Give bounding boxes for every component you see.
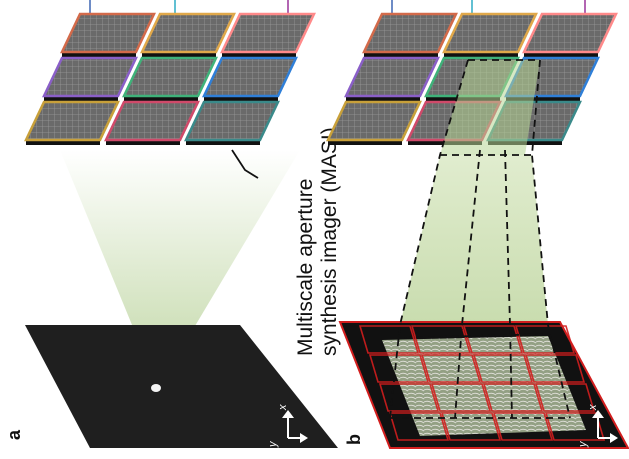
sensor-array-a bbox=[24, 12, 316, 145]
dashed-projection-b bbox=[389, 59, 571, 419]
sensor-tile bbox=[344, 56, 440, 98]
sensor-tile bbox=[202, 56, 298, 98]
axis-label-y: y bbox=[267, 440, 279, 448]
sub-aperture-cell bbox=[544, 412, 606, 441]
dashed-edge bbox=[389, 59, 469, 419]
caption-leader bbox=[231, 149, 259, 179]
sub-aperture-cell bbox=[420, 354, 482, 383]
axes-indicator-a: x y bbox=[267, 404, 308, 448]
sub-aperture-cell bbox=[378, 383, 440, 412]
sensor-tile bbox=[42, 56, 138, 98]
active-region-b bbox=[440, 60, 540, 155]
light-cone-a bbox=[60, 150, 300, 388]
sub-aperture-cell bbox=[368, 354, 430, 383]
axis-label-x: x bbox=[277, 404, 289, 411]
sub-aperture-cell bbox=[482, 383, 544, 412]
sub-aperture-cell bbox=[462, 325, 524, 354]
caption-line-1: Multiscale aperture bbox=[294, 179, 317, 356]
sensor-tile bbox=[326, 100, 422, 142]
sub-aperture-cell bbox=[524, 354, 586, 383]
sensor-tile bbox=[60, 12, 156, 54]
sub-aperture-cell bbox=[388, 412, 450, 441]
sub-aperture-cell bbox=[472, 354, 534, 383]
projection-volume-b bbox=[400, 155, 548, 325]
sub-aperture-grid-b bbox=[358, 325, 606, 441]
sub-aperture-cell bbox=[534, 383, 596, 412]
dashed-edge bbox=[403, 333, 549, 339]
axes-indicator-b: x y bbox=[577, 404, 618, 448]
sensor-tile bbox=[104, 100, 200, 142]
panel-a: Multiscale aperture synthesis imager (MA… bbox=[4, 0, 341, 448]
caption-line-2: synthesis imager (MASI) bbox=[318, 127, 341, 356]
panel-label-b: b bbox=[344, 434, 364, 445]
sensor-tile bbox=[140, 12, 236, 54]
axis-arrowhead-x bbox=[282, 410, 294, 418]
panel-label-a: a bbox=[4, 429, 24, 440]
axis-arrowhead-x bbox=[592, 410, 604, 418]
masi-caption: Multiscale aperture synthesis imager (MA… bbox=[294, 127, 341, 356]
sub-aperture-cell bbox=[430, 383, 492, 412]
axis-label-y: y bbox=[577, 440, 589, 448]
sub-aperture-cell bbox=[514, 325, 576, 354]
axis-arrowhead-y bbox=[300, 433, 308, 443]
sensor-tile bbox=[220, 12, 316, 54]
sample-plate-a bbox=[25, 325, 338, 448]
sensor-tile bbox=[442, 12, 538, 54]
sensor-tile bbox=[122, 56, 218, 98]
sample-spot-a bbox=[151, 384, 161, 392]
axis-arrowhead-y bbox=[610, 433, 618, 443]
sub-aperture-cell bbox=[410, 325, 472, 354]
dashed-edge bbox=[531, 59, 571, 419]
sensor-tile bbox=[522, 12, 618, 54]
sub-aperture-cell bbox=[440, 412, 502, 441]
sensor-tile bbox=[362, 12, 458, 54]
sub-aperture-cell bbox=[358, 325, 420, 354]
axis-label-x: x bbox=[587, 404, 599, 411]
sensor-tile bbox=[24, 100, 120, 142]
sensor-tile bbox=[184, 100, 280, 142]
sub-aperture-cell bbox=[492, 412, 554, 441]
panel-b: b x y bbox=[326, 0, 629, 449]
